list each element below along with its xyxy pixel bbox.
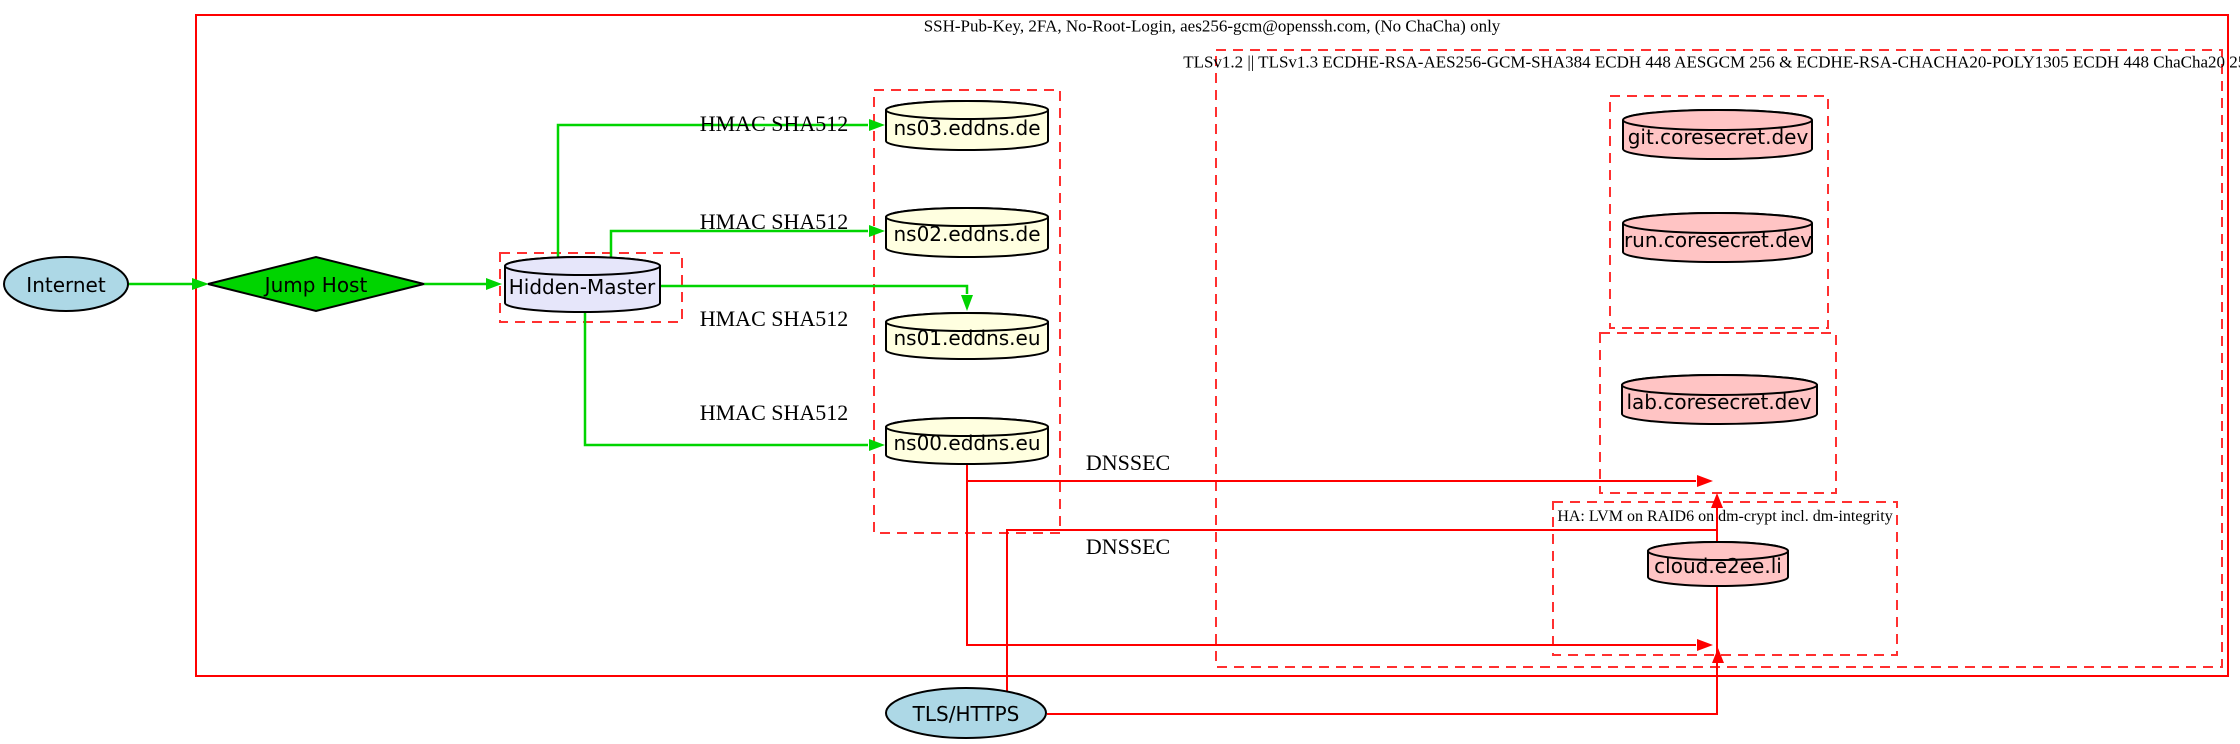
arrowhead-ns02 — [869, 225, 885, 237]
arrowhead-ns03 — [869, 119, 885, 131]
cluster-label-ha: HA: LVM on RAID6 on dm-crypt incl. dm-in… — [1557, 508, 1893, 526]
arrowhead-jumphost — [192, 278, 209, 290]
internet-ellipse — [3, 256, 129, 312]
ns00-cylinder-lid — [885, 417, 1049, 437]
node-ns03-label: ns03.eddns.de — [893, 116, 1041, 140]
arrowhead-tls-ha — [1712, 648, 1724, 663]
arrowhead-dnssec-ha — [1697, 639, 1713, 651]
cluster-hidden-master-border — [499, 252, 683, 323]
cloud-cylinder-lid — [1647, 541, 1789, 561]
arrowhead-ns00 — [869, 439, 885, 451]
cluster-lab-border — [1599, 332, 1837, 494]
cluster-tls-border — [1215, 49, 2223, 668]
ns02-cylinder-lid — [885, 207, 1049, 227]
lab-cylinder-lid — [1621, 374, 1818, 396]
node-run-label: run.coresecret.dev — [1623, 228, 1813, 252]
node-jump-host-label: Jump Host — [264, 273, 368, 297]
edge-ns00-dnssec-lab — [966, 464, 1696, 482]
tls-https-ellipse — [885, 687, 1047, 739]
cluster-ssh-border — [195, 14, 2229, 677]
arrowhead-dnssec-lab — [1697, 475, 1713, 487]
ns01-cylinder-lid — [885, 312, 1049, 332]
edge-hiddenmaster-ns03 — [556, 123, 868, 258]
run-cylinder-lid — [1622, 212, 1813, 234]
node-ns02-label: ns02.eddns.de — [893, 222, 1041, 246]
edge-label-hmac-ns01: HMAC SHA512 — [699, 305, 849, 331]
node-ns01-label: ns01.eddns.eu — [893, 326, 1041, 350]
edge-label-dnssec-1: DNSSEC — [1085, 449, 1171, 475]
edge-label-hmac-ns00: HMAC SHA512 — [699, 399, 849, 425]
node-ns00-label: ns00.eddns.eu — [893, 431, 1041, 455]
node-hidden-master-label: Hidden-Master — [508, 275, 656, 299]
edge-label-dnssec-2: DNSSEC — [1085, 533, 1171, 559]
edge-hiddenmaster-ns02 — [609, 229, 868, 258]
arrowhead-hiddenmaster — [486, 278, 502, 290]
jump-host-diamond — [207, 255, 425, 313]
edge-hiddenmaster-ns00 — [583, 312, 868, 447]
cluster-label-tls: TLSv1.2 || TLSv1.3 ECDHE-RSA-AES256-GCM-… — [1183, 52, 2240, 72]
cluster-git-run-border — [1609, 95, 1829, 329]
arrowhead-ns01 — [961, 295, 973, 311]
edge-label-hmac-ns03: HMAC SHA512 — [699, 110, 849, 136]
hidden-master-cylinder-lid — [504, 256, 661, 276]
arrowhead-tls-lab — [1711, 493, 1723, 508]
node-tls-https-label: TLS/HTTPS — [912, 702, 1020, 726]
cluster-ha-border — [1552, 501, 1898, 656]
node-git-label: git.coresecret.dev — [1627, 125, 1809, 149]
edge-label-hmac-ns02: HMAC SHA512 — [699, 208, 849, 234]
cluster-label-ssh: SSH-Pub-Key, 2FA, No-Root-Login, aes256-… — [923, 16, 1501, 36]
node-cloud-label: cloud.e2ee.li — [1654, 554, 1782, 578]
edge-ns00-dnssec-ha — [966, 481, 1696, 646]
edge-hiddenmaster-ns01 — [661, 284, 969, 294]
git-cylinder-lid — [1622, 109, 1813, 131]
node-lab-label: lab.coresecret.dev — [1626, 390, 1812, 414]
ns03-cylinder-lid — [885, 100, 1049, 120]
node-internet-label: Internet — [26, 273, 106, 297]
